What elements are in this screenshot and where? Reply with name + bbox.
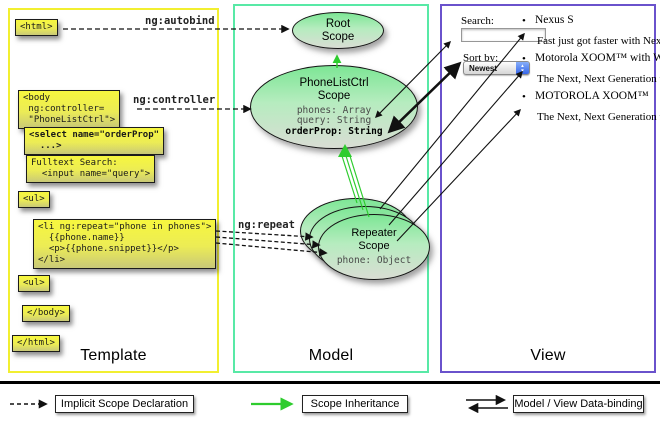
ng-autobind-label: ng:autobind: [145, 15, 215, 27]
repeater-scope-ellipse-front: Repeater Scope phone: Object: [318, 214, 430, 280]
sort-dropdown-value: Newest: [469, 64, 498, 73]
repeater-scope-title: Repeater Scope: [351, 227, 397, 253]
fulltext-search-box: Fulltext Search: <input name="query">: [26, 155, 156, 183]
prop-phones: phones: Array: [296, 104, 372, 116]
stepper-down-icon: ▼: [520, 68, 525, 73]
bullet-icon: •: [522, 91, 526, 103]
body-close-tag-box: </body>: [22, 305, 70, 322]
legend-scope-inheritance: Scope Inheritance: [302, 395, 408, 413]
legend-model-view-databinding: Model / View Data-binding: [513, 395, 644, 413]
model-panel-label: Model: [308, 347, 354, 364]
repeater-scope-props: phone: Object: [336, 255, 412, 267]
phone-item-desc: Fast just got faster with Nexus S.: [537, 35, 660, 47]
root-scope-title: Root Scope: [321, 17, 355, 43]
ng-controller-label: ng:controller: [133, 94, 216, 106]
phone-item-title: Nexus S: [535, 14, 574, 26]
phone-item-title: MOTOROLA XOOM™: [535, 90, 649, 102]
html-close-tag-box: </html>: [12, 335, 60, 352]
legend-separator: [0, 381, 660, 384]
phonelistctrl-scope-ellipse: PhoneListCtrl Scope phones: Array query:…: [250, 65, 418, 149]
phonelistctrl-scope-title: PhoneListCtrl Scope: [299, 76, 369, 102]
ul-close-tag-box: <ul>: [18, 275, 50, 292]
bullet-icon: •: [522, 15, 526, 27]
prop-orderprop: orderProp: String: [285, 125, 383, 137]
template-panel-label: Template: [80, 347, 147, 364]
html-open-tag-box: <html>: [15, 19, 58, 36]
legend-implicit-scope-declaration: Implicit Scope Declaration: [55, 395, 194, 413]
phone-item-desc: The Next, Next Generation tablet.: [537, 111, 660, 123]
view-panel-label: View: [530, 347, 566, 364]
ng-repeat-label: ng:repeat: [238, 219, 295, 231]
phone-item-title: Motorola XOOM™ with Wi-Fi: [535, 52, 660, 64]
ul-open-tag-box: <ul>: [18, 191, 50, 208]
sort-dropdown[interactable]: Newest ▲ ▼: [463, 61, 530, 75]
li-repeat-tag-box: <li ng:repeat="phone in phones"> {{phone…: [33, 219, 217, 269]
search-label: Search:: [461, 15, 494, 27]
prop-query: query: String: [296, 115, 372, 127]
select-tag-box: <select name="orderProp" ...>: [24, 127, 165, 155]
root-scope-ellipse: Root Scope: [292, 12, 384, 49]
model-panel: Model: [233, 4, 429, 373]
bullet-icon: •: [522, 53, 526, 65]
phonelistctrl-scope-props: phones: Array query: String orderProp: S…: [285, 104, 383, 138]
search-input[interactable]: [461, 28, 546, 42]
phone-item-desc: The Next, Next Generation tablet.: [537, 73, 660, 85]
body-open-tag-box: <body ng:controller= "PhoneListCtrl">: [18, 90, 121, 129]
